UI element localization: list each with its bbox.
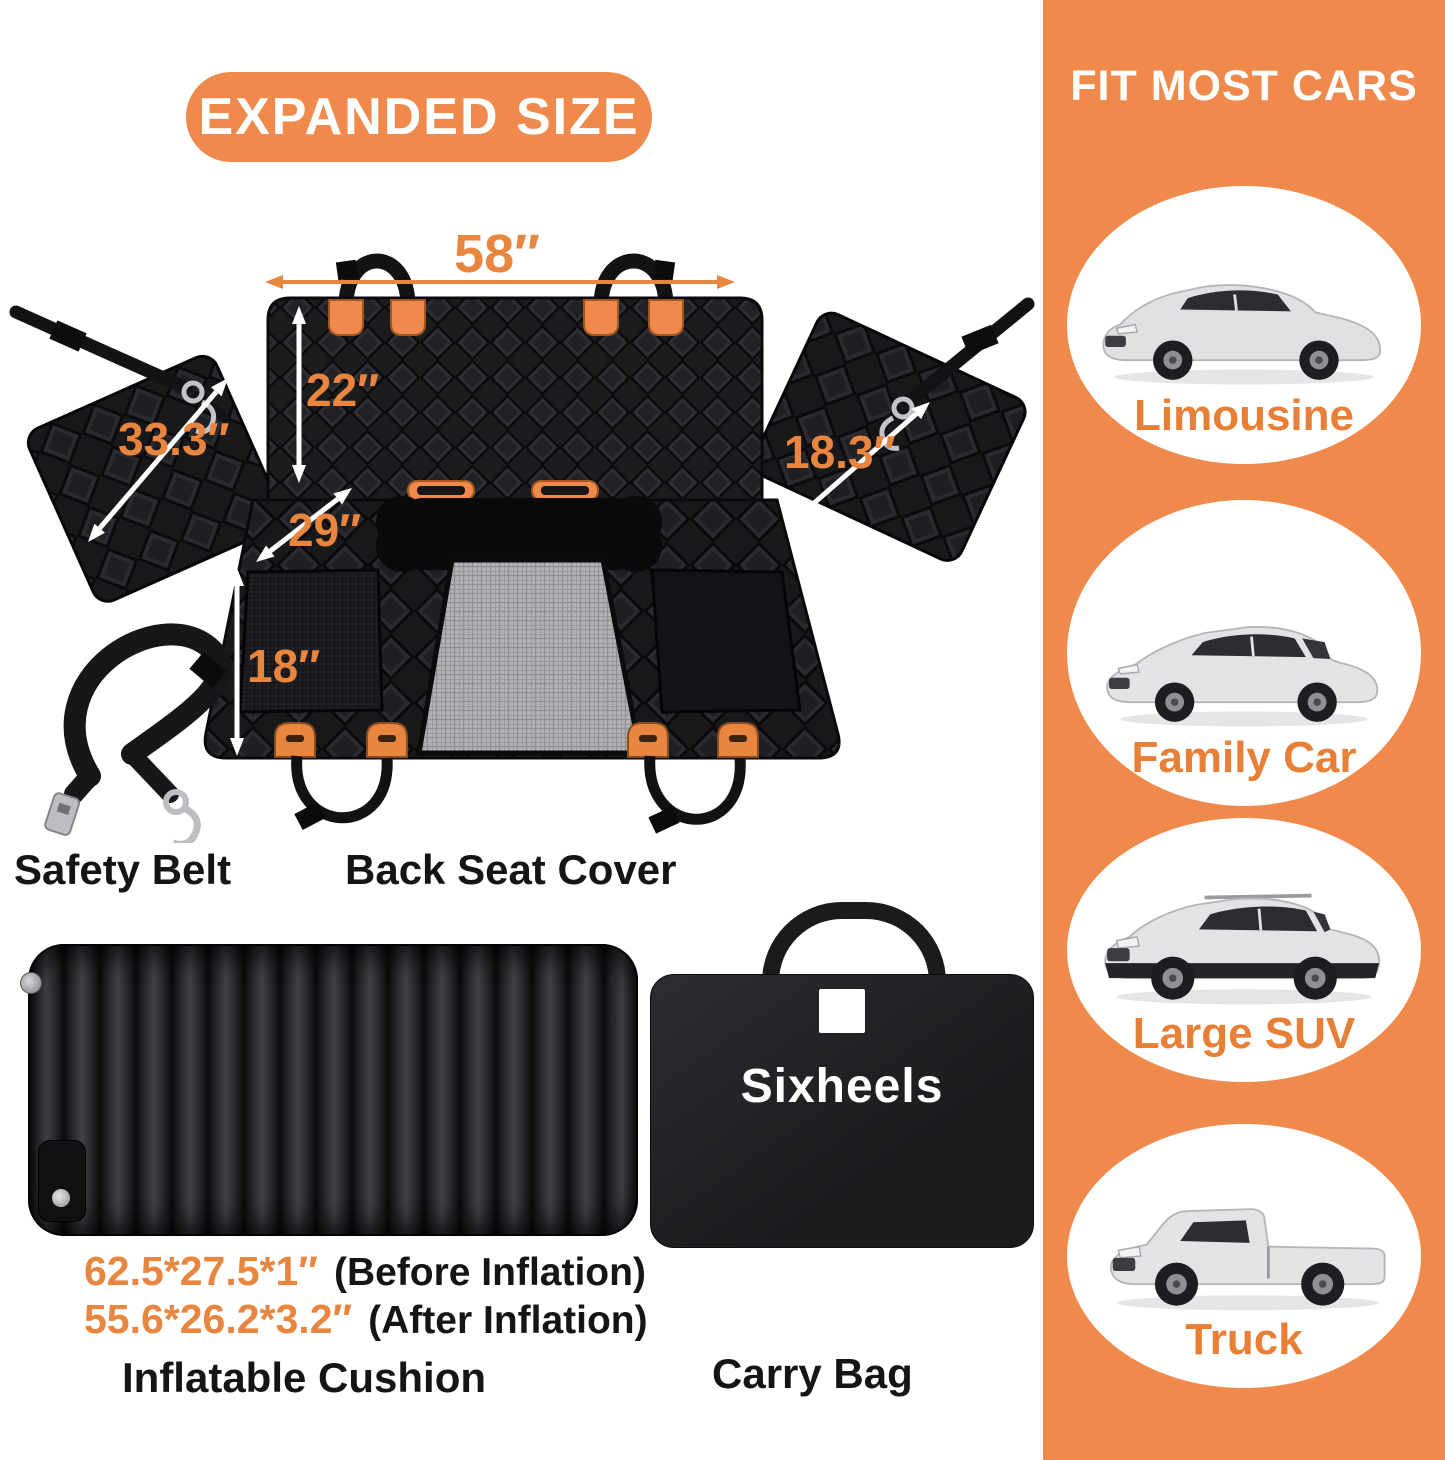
hatchback-car-icon xyxy=(1106,626,1379,727)
mesh-window xyxy=(416,557,644,756)
strap-anchor-tabs xyxy=(328,299,684,336)
car-card-family-car: Family Car xyxy=(1067,500,1421,806)
suv-car-icon xyxy=(1104,893,1381,1005)
left-flap-strap xyxy=(9,305,229,435)
back-seat-cover-label: Back Seat Cover xyxy=(345,846,677,893)
headrest-straps xyxy=(338,253,674,307)
pickup-truck-icon xyxy=(1109,1208,1386,1311)
dim-arrow-18 xyxy=(230,568,244,756)
dim-arrow-33 xyxy=(88,378,228,542)
dim-arrow-29 xyxy=(256,488,352,562)
clip-slots xyxy=(286,735,747,742)
car-card-limousine: Limousine xyxy=(1067,186,1421,464)
cushion-size-after: 55.6*26.2*3.2″ xyxy=(84,1296,353,1342)
dim-33-label: 33.3″ xyxy=(118,413,230,465)
air-valve-icon xyxy=(20,972,42,994)
hanging-strap-buckles xyxy=(294,801,680,834)
bag-tag xyxy=(819,989,865,1033)
safety-belt-illustration xyxy=(44,623,231,843)
hanging-straps xyxy=(291,755,746,825)
bone-mat xyxy=(376,496,662,572)
sedan-car-icon xyxy=(1102,284,1381,385)
belt-adjuster xyxy=(189,651,227,689)
right-flap-strap xyxy=(871,297,1035,451)
fit-most-cars-panel: FIT MOST CARS Limousine xyxy=(1043,0,1445,1460)
car-card-truck: Truck xyxy=(1067,1124,1421,1388)
carry-bag-image: Sixheels xyxy=(650,902,1034,1248)
fit-panel-title: FIT MOST CARS xyxy=(1070,62,1418,110)
bag-body: Sixheels xyxy=(650,974,1034,1248)
cushion-dimensions: 62.5*27.5*1″ (Before Inflation) 55.6*26.2… xyxy=(84,1248,648,1344)
safety-belt-label: Safety Belt xyxy=(14,846,232,893)
expanded-size-banner: EXPANDED SIZE xyxy=(186,72,652,162)
carry-bag-label: Carry Bag xyxy=(712,1350,913,1397)
foot-pump-pad xyxy=(38,1140,86,1222)
dim-22-label: 22″ xyxy=(306,364,379,416)
cushion-size-before: 62.5*27.5*1″ xyxy=(84,1248,318,1294)
cushion-note-after: (After Inflation) xyxy=(368,1299,648,1342)
bag-brand: Sixheels xyxy=(740,1060,944,1113)
dim-29-label: 29″ xyxy=(288,504,361,556)
inflatable-cushion-label: Inflatable Cushion xyxy=(122,1354,487,1401)
dim-18-label: 18″ xyxy=(247,640,320,692)
belt-snap-hook-icon xyxy=(163,789,201,843)
car-label-truck: Truck xyxy=(1185,1315,1303,1364)
right-pocket xyxy=(650,568,802,714)
headrest-strap-buckles xyxy=(335,259,676,281)
car-label-large-suv: Large SUV xyxy=(1132,1009,1356,1058)
dim-arrow-58 xyxy=(265,275,735,289)
left-mesh-pocket xyxy=(238,568,384,714)
expanded-size-label: EXPANDED SIZE xyxy=(198,88,640,146)
dim-arrow-183 xyxy=(790,402,930,524)
car-label-limousine: Limousine xyxy=(1133,391,1355,440)
cushion-note-before: (Before Inflation) xyxy=(333,1251,646,1294)
backrest-panel xyxy=(266,296,764,502)
inflatable-cushion-image xyxy=(20,944,638,1236)
left-strap-hook-icon xyxy=(181,380,217,435)
pump-valve-icon xyxy=(52,1189,70,1207)
back-seat-cover-diagram: 58″ 22″ 33.3″ 18.3″ 29″ xyxy=(9,224,1035,834)
dim-58-label: 58″ xyxy=(454,224,540,284)
car-card-large-suv: Large SUV xyxy=(1067,818,1421,1082)
belt-tongue-icon xyxy=(44,792,81,836)
car-label-family-car: Family Car xyxy=(1131,733,1357,782)
dim-183-label: 18.3″ xyxy=(784,426,896,478)
dim-arrow-22 xyxy=(292,306,306,483)
